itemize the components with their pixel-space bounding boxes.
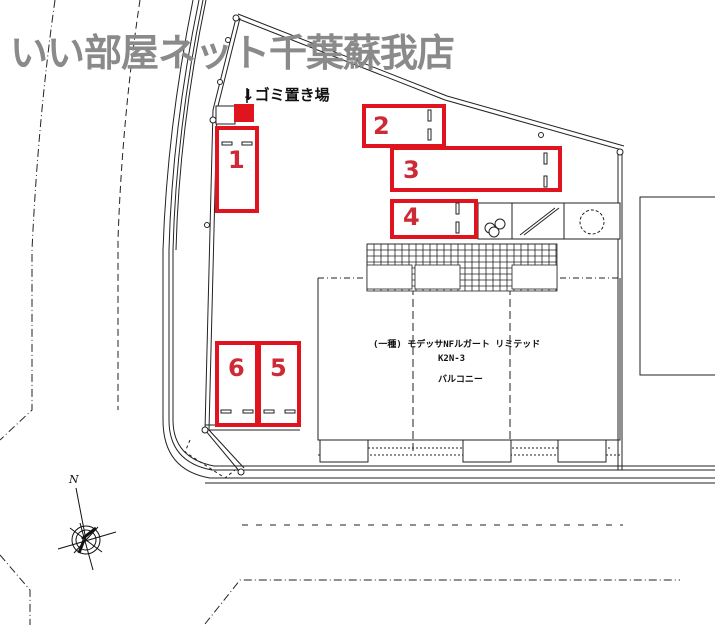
parking-spot-6[interactable]: 6: [228, 354, 245, 382]
balconies: [319, 439, 607, 463]
road-edge-curve: [162, 0, 715, 479]
building-name-label: (一種) モデッサNFルガート リミテッド: [373, 340, 541, 350]
wheel-stops: [220, 109, 548, 414]
boundary-markers: [201, 14, 624, 476]
garbage-area-label: ↓ゴミ置き場: [242, 86, 330, 104]
garbage-area: [215, 88, 254, 125]
balcony-label: バルコニー: [438, 375, 483, 385]
parking-spot-3[interactable]: 3: [403, 156, 420, 184]
road-centerlines: [0, 0, 56, 625]
north-label: N: [69, 473, 79, 486]
apartment-building: [317, 275, 621, 456]
planters: [477, 202, 621, 240]
parking-spot-5[interactable]: 5: [270, 354, 287, 382]
parking-spot-1[interactable]: 1: [228, 146, 245, 174]
building-grid: [366, 243, 558, 292]
parking-spot-4[interactable]: 4: [403, 203, 420, 231]
watermark-logo: いい部屋ネット千葉蘇我店: [10, 31, 455, 75]
parking-spot-2[interactable]: 2: [373, 112, 390, 140]
compass-rose-icon: [57, 487, 117, 571]
neighbor-building: [639, 196, 715, 376]
building-code-label: K2N-3: [438, 354, 466, 364]
